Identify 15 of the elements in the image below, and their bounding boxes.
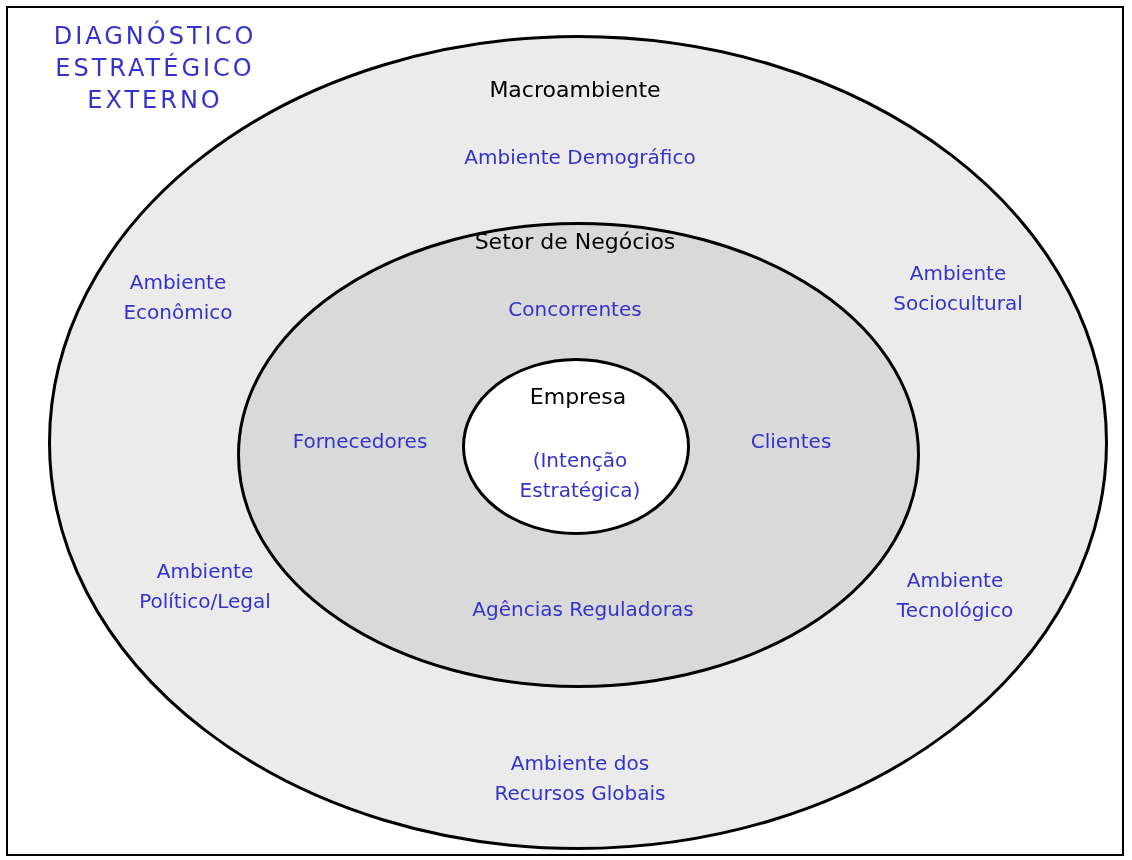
company-heading: Empresa [528,383,628,411]
sector-label: Clientes [749,428,833,455]
sector-label: Fornecedores [291,428,429,455]
environment-label: Ambiente Tecnológico [895,567,1015,624]
sector-label: Concorrentes [507,296,643,323]
section-heading: Setor de Negócios [473,228,677,256]
sector-label: Agências Reguladoras [471,596,695,623]
environment-label: Ambiente Demográfico [463,144,697,171]
section-heading: Macroambiente [488,76,662,104]
environment-label: Ambiente dos Recursos Globais [493,750,667,807]
environment-label: Ambiente Econômico [122,269,234,326]
environment-label: Ambiente Sociocultural [892,260,1024,317]
environment-label: Ambiente Político/Legal [138,558,272,615]
company-label: (Intenção Estratégica) [518,447,642,504]
diagram-title: DIAGNÓSTICO ESTRATÉGICO EXTERNO [52,20,258,116]
